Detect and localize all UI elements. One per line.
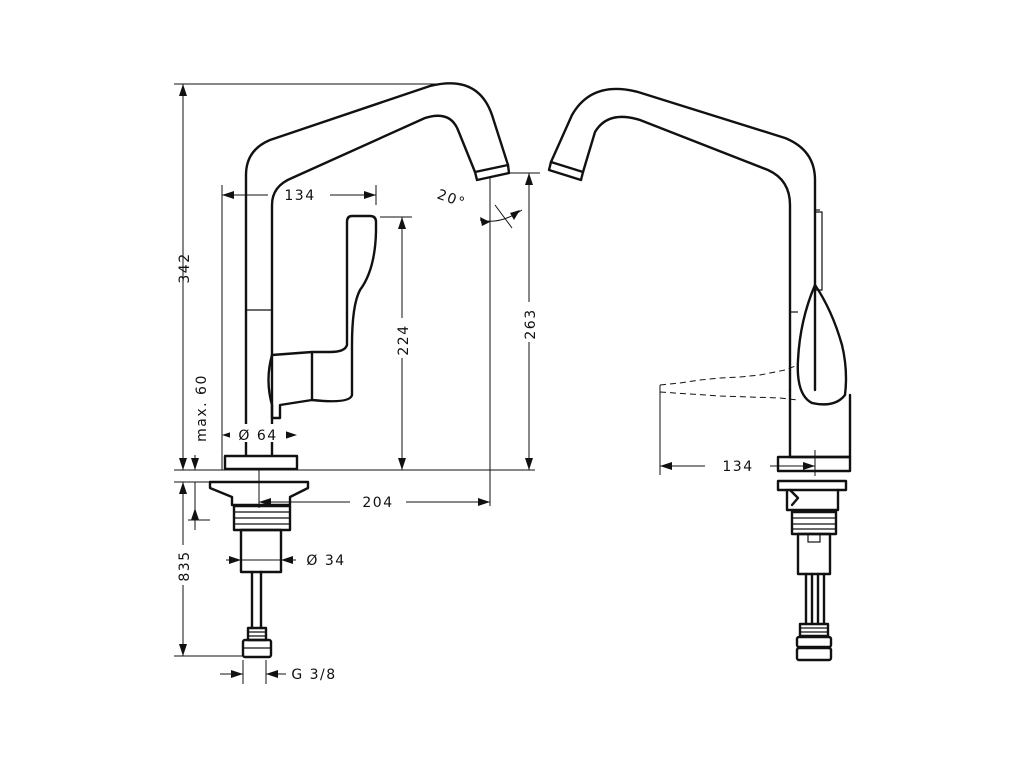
front-spout-inner [270,114,477,457]
front-base-disc [223,454,299,471]
side-lever-swing [659,364,799,386]
front-lever-lower [267,353,314,420]
dim-total-height: 342 [177,252,193,283]
side-hose-nut-right [795,646,833,662]
dim-side-reach: 134 [722,459,753,475]
dim-handle-height: 224 [396,324,412,355]
side-dimensions: 134 [659,385,816,476]
front-shank [239,528,283,574]
dim-spout-height: 263 [523,308,539,339]
side-hose-nut-left [795,635,833,649]
side-spout-outline [549,87,817,392]
dim-connection-thread: G 3/8 [291,667,336,683]
dim-outlet-offset: 204 [362,495,393,511]
side-mounting-plate [776,479,848,492]
front-dimensions: 342 134 224 263 20° [173,83,541,684]
side-lever-handle [796,283,848,406]
side-base-disc [776,455,852,473]
dim-spout-reach: 134 [284,188,315,204]
dim-below-deck: 835 [177,550,193,581]
dim-base-diameter: Ø 64 [238,428,277,444]
front-hose-crimp [246,626,268,642]
side-bracket [785,488,840,512]
side-spout-tip [547,160,585,182]
front-spout-tip [473,163,511,182]
side-shank [796,532,832,576]
side-view [547,87,852,662]
front-spout-outline [244,82,510,457]
side-hose-crimp [798,622,830,638]
front-lever-handle [270,214,378,403]
dim-shank-diameter: Ø 34 [306,553,345,569]
side-threaded-nut [790,510,838,536]
side-spout-inner [581,115,792,392]
front-view [174,82,535,659]
dim-max-thickness: max. 60 [194,374,210,442]
dim-spout-angle: 20° [435,187,468,212]
